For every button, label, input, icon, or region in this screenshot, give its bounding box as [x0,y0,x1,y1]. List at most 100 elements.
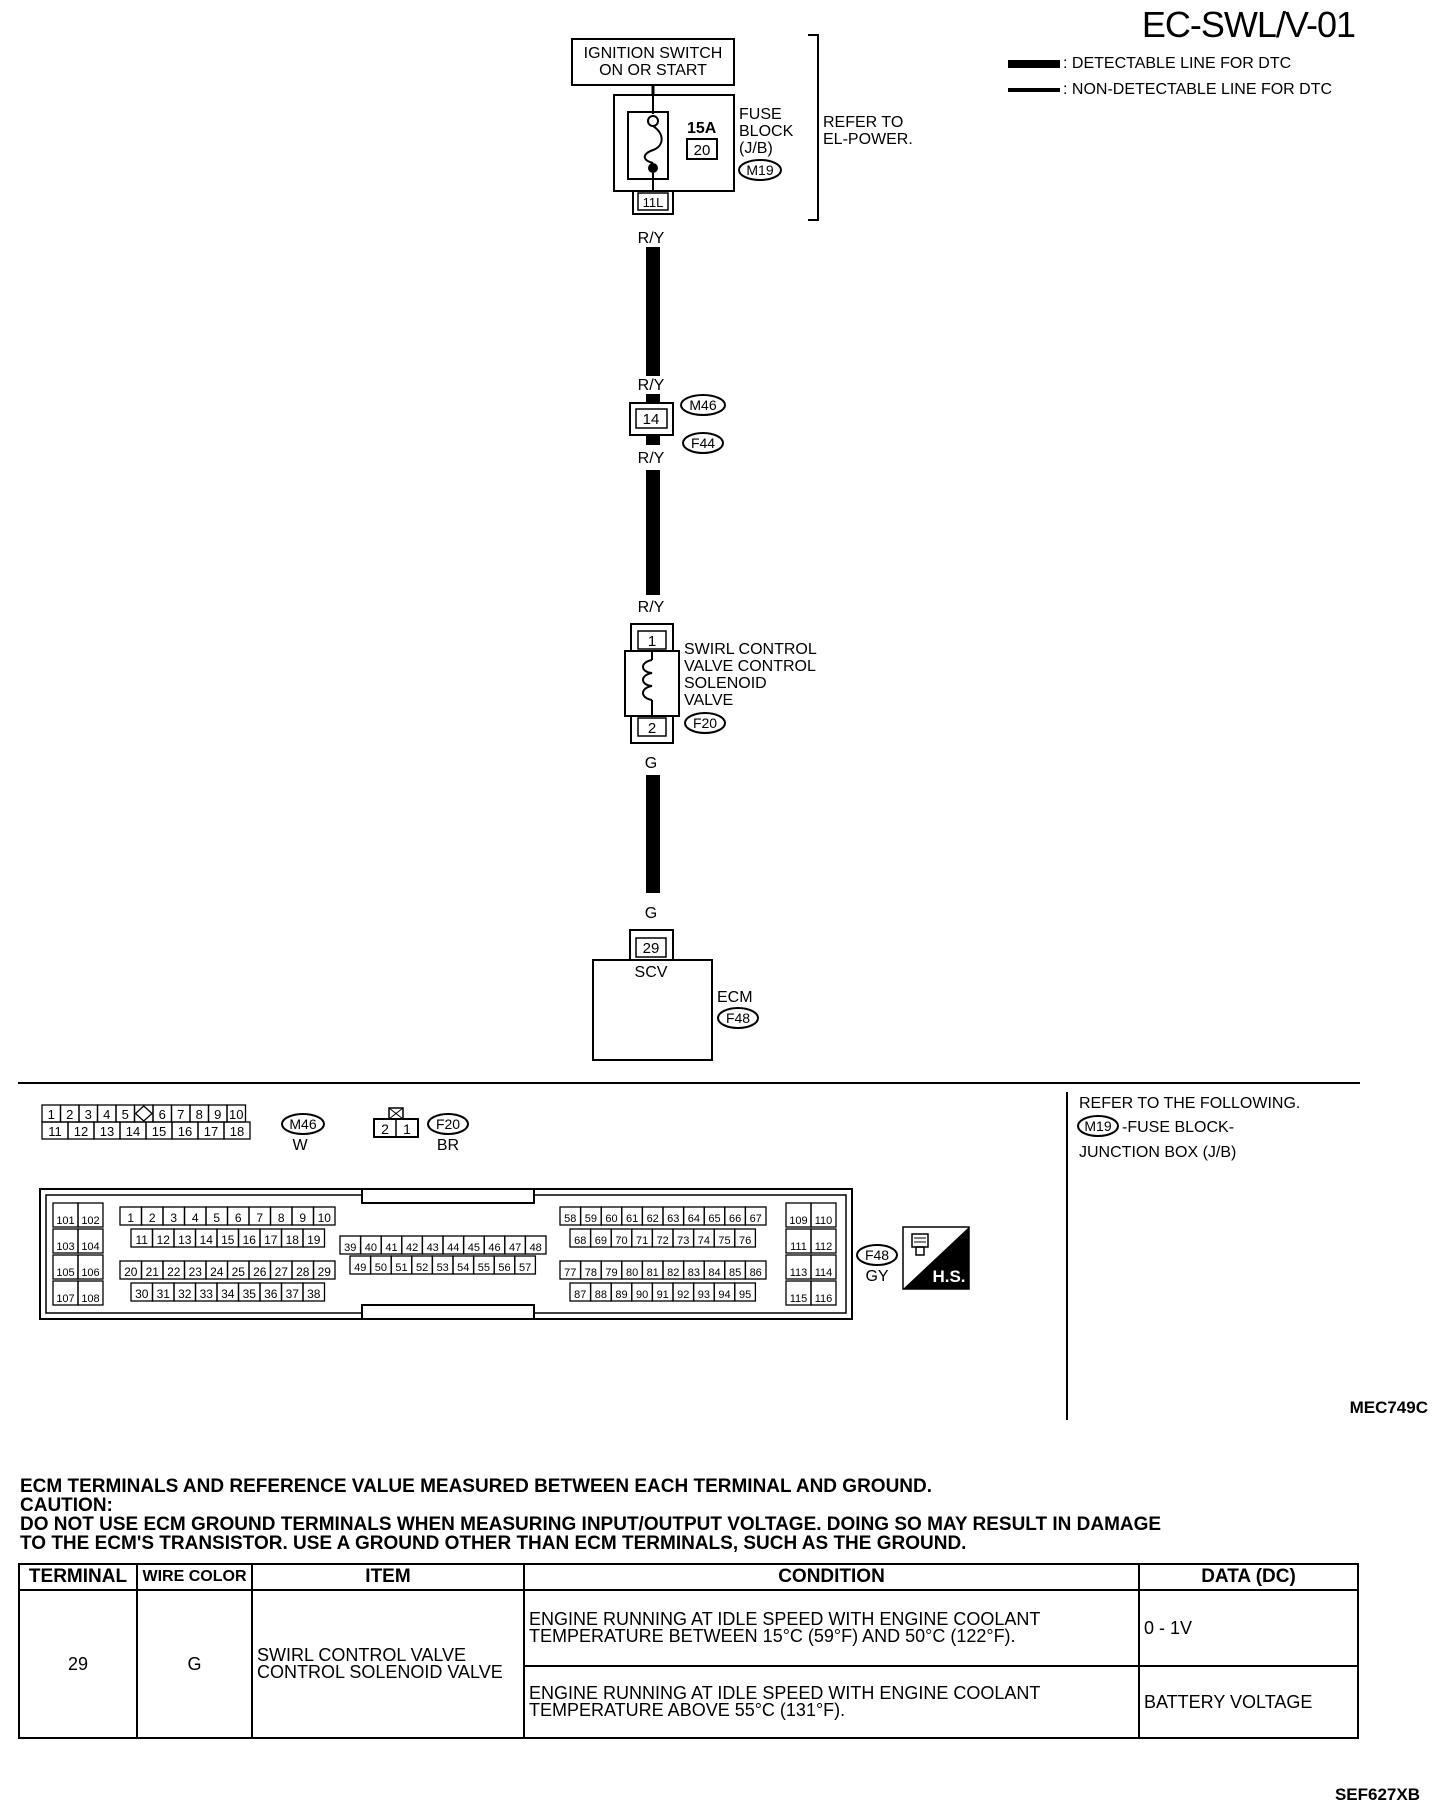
pin-label: 27 [275,1265,289,1279]
col-condition: CONDITION [523,1563,1140,1591]
pin-label: 20 [124,1265,138,1279]
fuse-block-inner [627,111,669,180]
pin-label: 94 [718,1289,730,1301]
pin-label: 84 [708,1267,720,1279]
solenoid-label-3: SOLENOID [684,675,767,692]
connector-f48-color: GY [865,1268,888,1285]
pin-cell [312,1206,336,1226]
wire-ry-segment-1 [646,247,660,376]
pin-label: 40 [365,1242,377,1254]
pin-label: 52 [416,1262,428,1274]
pin-label: 109 [789,1215,807,1227]
pin-label: 3 [170,1211,177,1225]
solenoid-terminal-2: 2 [648,720,656,737]
connector-refer-item-1: -FUSE BLOCK- [1122,1119,1234,1136]
connector-f20-view-label: F20 [436,1116,460,1132]
pin-label: 71 [636,1235,648,1247]
solenoid-coil-icon [642,651,653,716]
wire-ry-segment-2 [646,470,660,595]
pin-label: 45 [468,1242,480,1254]
pin-cell [744,1206,767,1226]
pin-label: 22 [167,1265,181,1279]
pin-label: 7 [177,1107,184,1122]
pin-label: 74 [698,1235,710,1247]
pin-label: 67 [750,1213,762,1225]
connector-badge-m19-refer [1077,1115,1119,1137]
pin-label: 82 [667,1267,679,1279]
pin-label: 76 [739,1235,751,1247]
f48-top-notch [361,1188,535,1204]
connector-badge-f20 [684,712,726,734]
pin-label: 1 [48,1107,55,1122]
pin-label: 44 [447,1242,459,1254]
wiring-diagram: IGNITION SWITCH ON OR START 15A 20 FUSE … [18,34,1428,1420]
refer-label-2: EL-POWER. [823,131,913,148]
table-row: 29 G SWIRL CONTROL VALVE CONTROL SOLENOI… [18,1589,1359,1739]
solenoid-terminal-1: 1 [648,633,656,650]
pin-cell [77,1280,104,1306]
pin-label: 53 [437,1262,449,1274]
pin-label: 21 [146,1265,160,1279]
wire-ry-stub-2 [646,435,660,445]
pin-label: 79 [605,1267,617,1279]
pin-label: 9 [214,1107,221,1122]
connector-badge-f20-view [427,1113,469,1135]
ecm-terminal-29: 29 [643,940,660,957]
pin-label: 73 [677,1235,689,1247]
wire-color-ry-3: R/Y [638,450,665,467]
pin-label: 15 [152,1124,166,1139]
connector-badge-m46-view [281,1113,325,1135]
pin-label: 59 [585,1213,597,1225]
pin-label: 106 [81,1267,99,1279]
pin-label: 43 [427,1242,439,1254]
pin-label: 36 [264,1287,278,1301]
notes-line-3: DO NOT USE ECM GROUND TERMINALS WHEN MEA… [20,1514,1162,1535]
refer-bracket [808,34,819,221]
solenoid-terminal-1-box [637,630,667,650]
cell-condition-2: ENGINE RUNNING AT IDLE SPEED WITH ENGINE… [523,1665,1140,1739]
pin-cell [223,1121,251,1140]
ecm-pin-name: SCV [635,964,668,981]
notes-line-1: ECM TERMINALS AND REFERENCE VALUE MEASUR… [20,1476,933,1497]
joint-14-box [635,408,668,429]
connector-f48-label: F48 [726,1010,750,1026]
pin-label: 25 [232,1265,246,1279]
key-diamond-icon [134,1105,153,1122]
pin-cell [302,1228,326,1248]
pin-label: 95 [739,1289,751,1301]
cell-wire-color: G [136,1589,253,1739]
pin-label: 48 [530,1242,542,1254]
pin-label: 102 [81,1215,99,1227]
connector-m46-label: M46 [689,397,716,413]
pin-cell [734,1228,757,1248]
connector-badge-m46 [680,394,726,416]
connector-f20-color: BR [437,1137,459,1154]
solenoid-terminal-2-box [637,717,667,737]
legend-detectable-text: : DETECTABLE LINE FOR DTC [1063,55,1292,72]
pin-label: 11 [136,1233,149,1247]
pin-label: 57 [519,1262,531,1274]
pin-label: 10 [229,1107,243,1122]
figure-code: MEC749C [1350,1398,1428,1417]
pin-label: 54 [457,1262,469,1274]
pin-cell [744,1260,767,1280]
pin-label: 63 [667,1213,679,1225]
pin-cell [77,1202,104,1228]
pin-label: 77 [564,1267,576,1279]
pin-label: 89 [615,1289,627,1301]
ignition-switch-label-1: IGNITION SWITCH [584,45,723,62]
terminal-11l-housing [632,190,674,215]
pin-label: 112 [815,1241,833,1253]
pin-label: 101 [56,1215,74,1227]
fuse-number-box [686,138,718,160]
thick-line-swatch [1008,59,1060,68]
pin-label: 108 [81,1293,99,1305]
pin-cell [810,1254,837,1280]
pin-label: 35 [243,1287,257,1301]
wire-color-ry-2: R/Y [638,377,665,394]
solenoid-label-1: SWIRL CONTROL [684,641,817,658]
pin-cell [514,1255,537,1275]
pin-label: 28 [296,1265,310,1279]
solenoid-label-2: VALVE CONTROL [684,658,816,675]
pin-label: 113 [790,1267,808,1279]
